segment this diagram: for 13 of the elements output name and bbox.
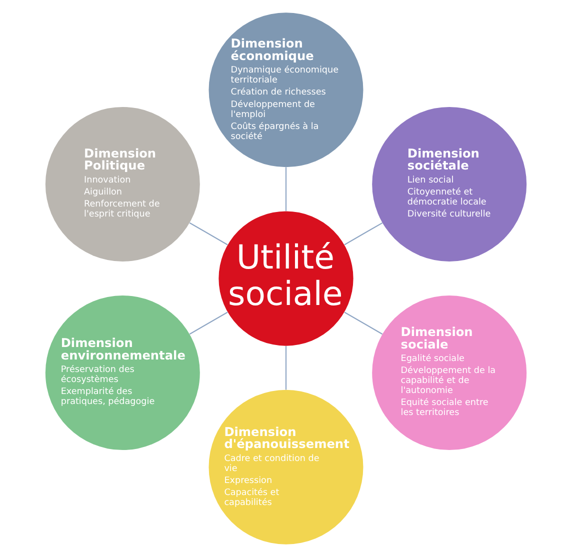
connector: [285, 346, 287, 390]
node-circle: Dimension Politique Innovation Aiguillon Renforcement de l'esprit critique: [45, 106, 200, 262]
connector: [344, 312, 383, 335]
node-circle: Dimension environnementale Préservation des écosystèmes Exemplarité des pratiques, pédagogie: [45, 296, 200, 450]
node-circle: Utilité sociale: [218, 211, 354, 346]
connector: [189, 312, 228, 335]
connector: [344, 222, 383, 246]
node-circle: Dimension économique Dynamique économique territoriale Création de richesses Développement de l'emploi Coûts épargnés à la société: [208, 12, 364, 168]
connector: [285, 167, 287, 211]
node-circle: Dimension sociétale Lien social Citoyenneté et démocratie locale Diversité culturelle: [372, 106, 527, 262]
connector: [189, 222, 228, 246]
node-circle: Dimension sociale Egalité sociale Développement de la capabilité et de l'autonomie Equité sociale entre les territoires: [372, 296, 527, 450]
node-circle: Dimension d'épanouissement Cadre et condition de vie Expression Capacités et capabilités: [208, 390, 364, 544]
